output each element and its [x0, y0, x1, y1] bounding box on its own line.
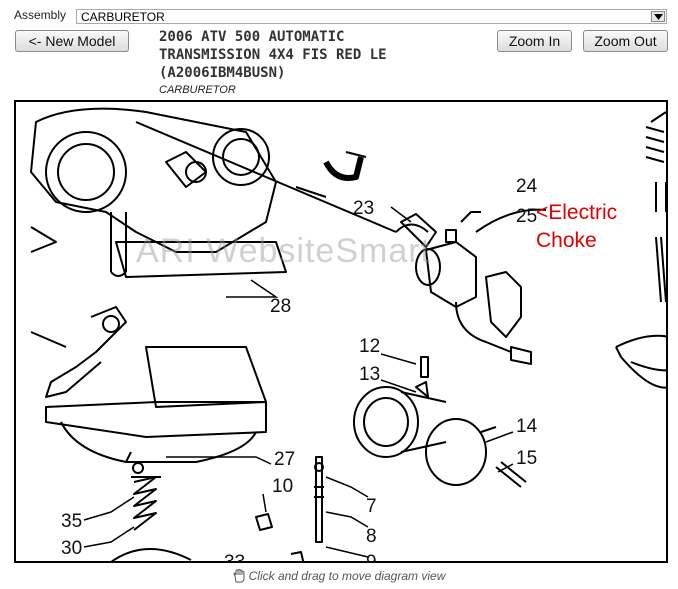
title-line-2: TRANSMISSION 4X4 FIS RED LE [159, 47, 387, 63]
drag-hint-text: Click and drag to move diagram view [248, 569, 446, 583]
part-label-8[interactable]: 8 [366, 526, 377, 547]
callout-line-2: Choke [536, 229, 597, 252]
part-label-13[interactable]: 13 [359, 364, 380, 385]
callout-line-1: <Electric [536, 201, 618, 224]
assembly-select[interactable]: CARBURETOR [76, 9, 667, 24]
zoom-out-button[interactable]: Zoom Out [583, 30, 668, 52]
title-line-3: (A2006IBM4BUSN) [159, 65, 286, 81]
chevron-down-icon[interactable] [651, 11, 665, 22]
page-title: 2006 ATV 500 AUTOMATIC TRANSMISSION 4X4 … [159, 28, 479, 82]
part-label-14[interactable]: 14 [516, 416, 538, 437]
part-label-7[interactable]: 7 [366, 496, 377, 517]
new-model-button[interactable]: <- New Model [15, 30, 129, 52]
parts-diagram-viewport[interactable]: 24 25 23 28 12 13 14 15 27 10 7 8 9 35 3… [14, 100, 668, 563]
hand-icon [233, 568, 245, 583]
assembly-label: Assembly [14, 8, 67, 22]
assembly-selected-value: CARBURETOR [81, 10, 165, 24]
part-label-25[interactable]: 25 [516, 206, 537, 227]
zoom-in-button[interactable]: Zoom In [497, 30, 572, 52]
page-subtitle: CARBURETOR [159, 84, 236, 96]
part-label-10[interactable]: 10 [272, 476, 293, 497]
part-label-27[interactable]: 27 [274, 449, 295, 470]
title-line-1: 2006 ATV 500 AUTOMATIC [159, 29, 345, 45]
part-label-15[interactable]: 15 [516, 448, 537, 469]
part-label-9[interactable]: 9 [366, 552, 377, 563]
part-label-30[interactable]: 30 [61, 538, 82, 559]
electric-choke-callout: <Electric Choke [536, 199, 617, 255]
part-label-33[interactable]: 33 [224, 552, 245, 563]
carburetor-diagram: 24 25 23 28 12 13 14 15 27 10 7 8 9 35 3… [30, 107, 666, 563]
part-label-12[interactable]: 12 [359, 336, 380, 357]
watermark: ARI WebsiteSmart [136, 232, 432, 270]
part-label-28[interactable]: 28 [270, 296, 291, 317]
drag-hint: Click and drag to move diagram view [0, 568, 678, 583]
part-label-24[interactable]: 24 [516, 176, 538, 197]
part-label-23[interactable]: 23 [353, 198, 374, 219]
part-label-35[interactable]: 35 [61, 511, 82, 532]
